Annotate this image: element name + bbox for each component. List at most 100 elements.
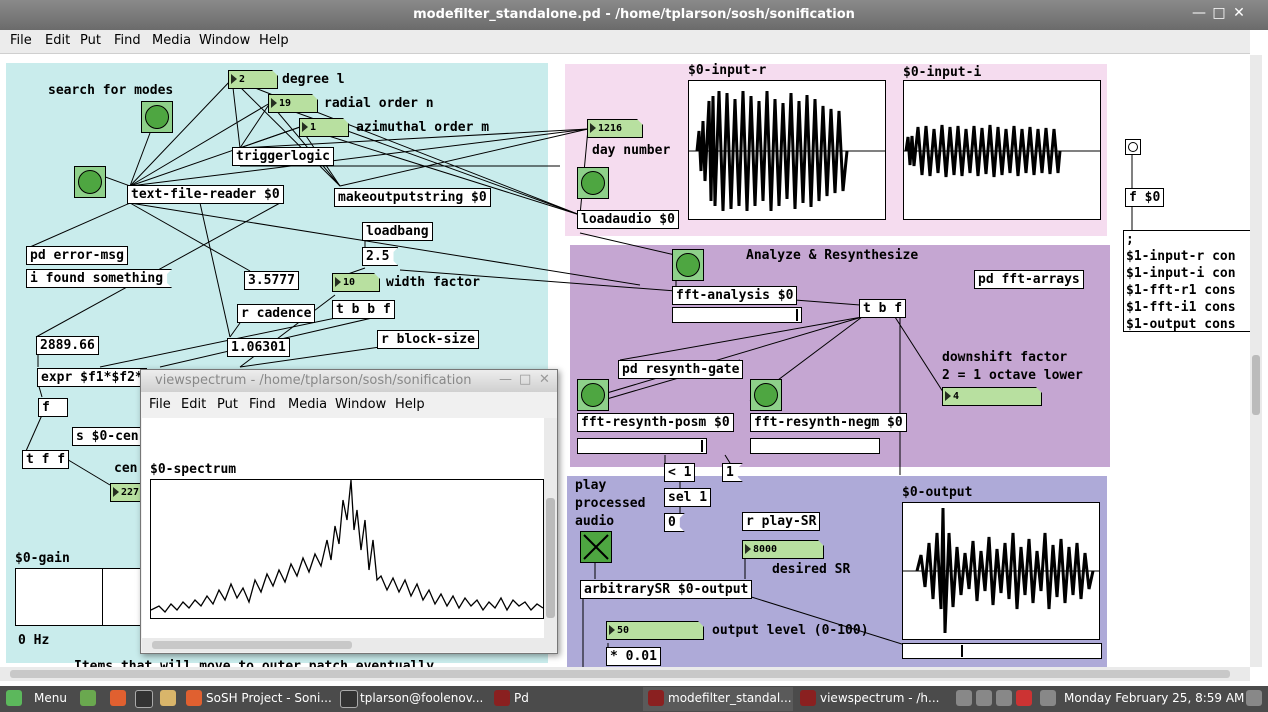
vs-menu-edit[interactable]: Edit <box>181 397 207 412</box>
volume-icon[interactable] <box>976 690 992 706</box>
folder-icon[interactable] <box>160 690 176 706</box>
menu-help[interactable]: Help <box>259 33 289 48</box>
task-terminal[interactable]: tplarson@foolenov... <box>360 691 484 705</box>
makeoutputstring-object[interactable]: makeoutputstring $0 <box>334 188 491 207</box>
fft-arrays-object[interactable]: pd fft-arrays <box>974 270 1084 289</box>
minimize-icon[interactable]: — <box>1192 5 1206 21</box>
bluetooth-icon[interactable] <box>1040 690 1056 706</box>
resynth-posm-object[interactable]: fft-resynth-posm $0 <box>577 413 734 432</box>
menu-window[interactable]: Window <box>199 33 251 48</box>
r-cadence-object[interactable]: r cadence <box>237 304 316 323</box>
network-icon[interactable] <box>956 690 972 706</box>
downshift-number[interactable]: 4 <box>942 387 1042 406</box>
loadaudio-object[interactable]: loadaudio $0 <box>577 210 679 229</box>
resynth-gate-object[interactable]: pd resynth-gate <box>618 360 744 379</box>
triggerlogic-object[interactable]: triggerlogic <box>232 147 334 166</box>
window-list-icon[interactable] <box>1246 690 1262 706</box>
day-number[interactable]: 1216 <box>587 119 643 138</box>
azimuthal-number[interactable]: 1 <box>299 118 349 137</box>
task-viewspectrum[interactable]: viewspectrum - /h... <box>820 691 940 705</box>
update-shield-icon[interactable] <box>1016 690 1032 706</box>
menu-put[interactable]: Put <box>80 33 101 48</box>
task-modefilter-active[interactable] <box>643 687 793 711</box>
right-f-object[interactable]: f $0 <box>1125 188 1165 207</box>
horizontal-scroll-thumb[interactable] <box>10 670 1230 678</box>
task-pd[interactable]: Pd <box>514 691 529 705</box>
vertical-scroll-thumb[interactable] <box>1252 355 1260 415</box>
output-array[interactable] <box>902 502 1100 640</box>
show-desktop-icon[interactable] <box>80 690 96 706</box>
level-number[interactable]: 50 <box>606 621 704 640</box>
sr-number[interactable]: 8000 <box>742 540 824 559</box>
expr-object[interactable]: expr $f1*$f2* <box>37 368 147 387</box>
vs-vertical-scroll-thumb[interactable] <box>546 498 555 618</box>
taskbar-menu[interactable]: Menu <box>34 691 67 705</box>
vs-close-icon[interactable]: ✕ <box>539 372 550 387</box>
vs-horizontal-scroll-thumb[interactable] <box>152 641 352 649</box>
terminal-icon[interactable] <box>135 690 153 708</box>
patch-canvas[interactable]: search for modes 2 degree l 19 radial or… <box>0 55 1250 667</box>
spectrum-array[interactable] <box>150 479 544 619</box>
vs-maximize-icon[interactable]: □ <box>519 372 532 387</box>
width-number[interactable]: 10 <box>332 273 380 292</box>
menu-edit[interactable]: Edit <box>45 33 71 48</box>
r-block-size-object[interactable]: r block-size <box>377 330 479 349</box>
loadbang-object[interactable]: loadbang <box>362 222 433 241</box>
negm-bang[interactable] <box>750 379 782 411</box>
right-message-box[interactable]: ; $1-input-r con $1-input-i con $1-fft-r… <box>1123 230 1250 332</box>
vs-horizontal-scrollbar[interactable] <box>142 638 557 652</box>
vs-menu-window[interactable]: Window <box>335 397 387 412</box>
menu-find[interactable]: Find <box>114 33 141 48</box>
pd-error-object[interactable]: pd error-msg <box>26 246 128 265</box>
f-object[interactable]: f <box>38 398 68 417</box>
value-288966[interactable]: 2889.66 <box>36 336 99 355</box>
search-bang[interactable] <box>141 101 173 133</box>
fft-analysis-object[interactable]: fft-analysis $0 <box>672 286 798 305</box>
mint-menu-icon[interactable] <box>6 690 22 706</box>
viewspectrum-window[interactable]: viewspectrum - /home/tplarson/sosh/sonif… <box>140 369 558 654</box>
fft-bang[interactable] <box>672 249 704 281</box>
value-35777[interactable]: 3.5777 <box>244 271 299 290</box>
vs-menu-put[interactable]: Put <box>217 397 238 412</box>
degree-number[interactable]: 2 <box>228 70 278 89</box>
found-message[interactable]: i found something <box>26 269 172 288</box>
posm-bang[interactable] <box>577 379 609 411</box>
viewspectrum-canvas[interactable]: $0-spectrum <box>142 418 544 638</box>
vs-minimize-icon[interactable]: — <box>499 372 512 387</box>
lt1-object[interactable]: < 1 <box>664 463 696 482</box>
firefox-icon[interactable] <box>110 690 126 706</box>
right-bang[interactable] <box>1125 139 1141 155</box>
reader-bang[interactable] <box>74 166 106 198</box>
vs-menu-find[interactable]: Find <box>249 397 276 412</box>
vertical-scrollbar[interactable] <box>1250 55 1262 667</box>
r-play-sr-object[interactable]: r play-SR <box>742 512 821 531</box>
maximize-icon[interactable]: □ <box>1212 5 1226 21</box>
sel1-object[interactable]: sel 1 <box>664 488 712 507</box>
text-file-reader-object[interactable]: text-file-reader $0 <box>127 185 284 204</box>
mul-object[interactable]: * 0.01 <box>606 647 661 666</box>
tff-object[interactable]: t f f <box>22 450 70 469</box>
menu-media[interactable]: Media <box>152 33 192 48</box>
viewspectrum-title-bar[interactable]: viewspectrum - /home/tplarson/sosh/sonif… <box>141 370 557 392</box>
s-cen-object[interactable]: s $0-cen <box>72 427 143 446</box>
width-message[interactable]: 2.5 <box>362 247 398 266</box>
vs-menu-file[interactable]: File <box>149 397 171 412</box>
tbbf-object[interactable]: t b b f <box>332 300 395 319</box>
value-106301[interactable]: 1.06301 <box>227 338 290 357</box>
menu-file[interactable]: File <box>10 33 32 48</box>
vs-menu-help[interactable]: Help <box>395 397 425 412</box>
loadaudio-bang[interactable] <box>577 167 609 199</box>
task-modefilter[interactable]: modefilter_standal... <box>668 691 792 705</box>
task-sosh[interactable]: SoSH Project - Soni... <box>206 691 332 705</box>
input-r-array[interactable] <box>688 80 886 220</box>
arbitrary-sr-object[interactable]: arbitrarySR $0-output <box>580 580 753 599</box>
vs-vertical-scrollbar[interactable] <box>544 418 557 638</box>
input-i-array[interactable] <box>903 80 1101 220</box>
gain-array[interactable] <box>15 568 145 626</box>
horizontal-scrollbar[interactable] <box>0 667 1250 681</box>
close-icon[interactable]: ✕ <box>1233 5 1245 21</box>
vs-menu-media[interactable]: Media <box>288 397 328 412</box>
play-toggle[interactable] <box>580 531 612 563</box>
zero-message[interactable]: 0 <box>664 513 685 532</box>
tbf-object[interactable]: t b f <box>859 299 907 318</box>
